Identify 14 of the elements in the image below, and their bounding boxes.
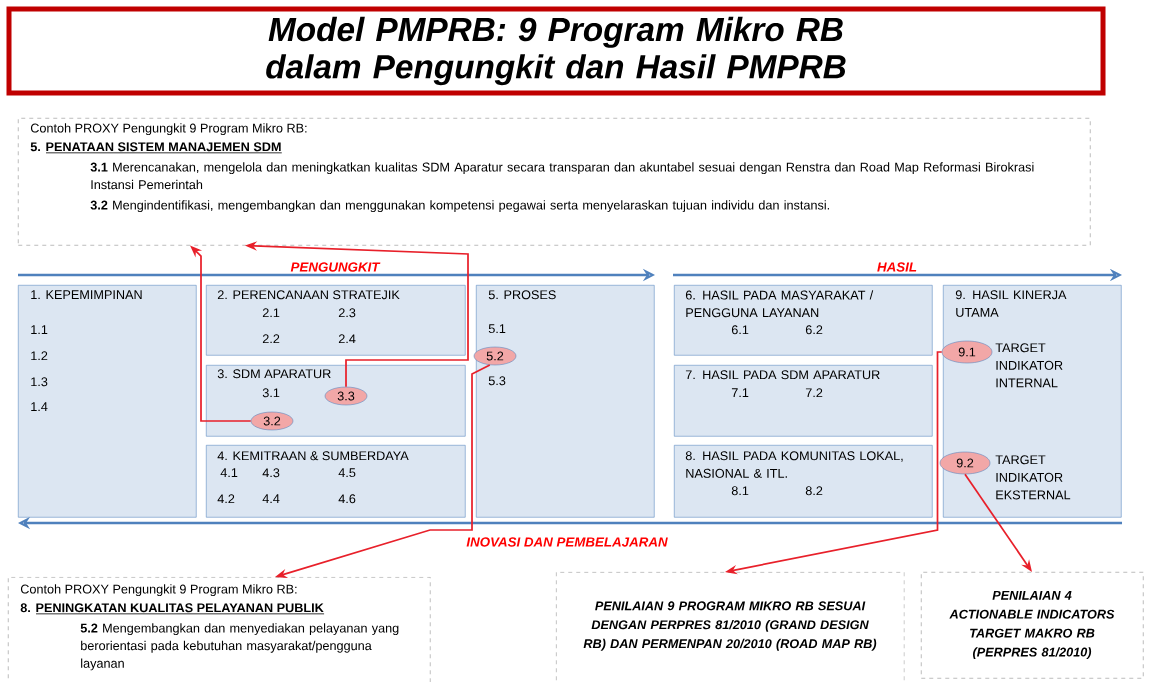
category-panel: 6. HASIL PADA MASYARAKAT / PENGGUNA LAYANAN 6.1 6.2	[674, 285, 933, 356]
note-box: PENILAIAN 9 PROGRAM MIKRO RB SESUAI DENGAN PERPRES 81/2010 (GRAND DESIGN RB) DAN PERMENPAN 20/2010 (ROAD MAP RB)	[556, 572, 905, 682]
category-panel: 8. HASIL PADA KOMUNITAS LOKAL, NASIONAL & ITL. 8.1 8.2	[674, 445, 933, 518]
category-panel: 1. KEPEMIMPINAN 1.1 1.2 1.3 1.4	[18, 285, 197, 518]
category-panel: 2. PERENCANAAN STRATEJIK 2.1 2.3 2.2 2.4	[206, 285, 466, 356]
arrow-label: INOVASI DAN PEMBELAJARAN	[466, 537, 668, 547]
title-box: Model PMPRB: 9 Program Mikro RB dalam Pengungkit dan Hasil PMPRB	[6, 6, 1106, 96]
category-panel: 4. KEMITRAAN & SUMBERDAYA 4.1 4.3 4.5 4.2 4.4 4.6	[206, 445, 466, 518]
arrow-label: PENGUNGKIT	[290, 262, 381, 272]
note-box: Contoh PROXY Pengungkit 9 Program Mikro RB: 8. PENINGKATAN KUALITAS PELAYANAN PUBLIK 5.2 Mengembangkan dan menyediakan pelayanan yang berorientasi pada kebutuhan masyarakat/pengguna layanan	[8, 577, 431, 682]
arrow-label: HASIL	[877, 262, 917, 272]
note-box: Contoh PROXY Pengungkit 9 Program Mikro RB: 5. PENATAAN SISTEM MANAJEMEN SDM 3.1 Merencanakan, mengelola dan meningkatkan kualitas SDM Aparatur secara transparan dan akuntabel sesuai dengan Renstra dan Road Map Reformasi Birokrasi Instansi Pemerintah 3.2 Mengindentifikasi, mengembangkan dan menggunakan kompetensi pegawai serta menyelaraskan tujuan individu dan instansi.	[18, 118, 1091, 246]
note-box: PENILAIAN 4 ACTIONABLE INDICATORS TARGET MAKRO RB (PERPRES 81/2010)	[921, 572, 1144, 679]
category-panel: 7. HASIL PADA SDM APARATUR 7.1 7.2	[674, 365, 933, 437]
